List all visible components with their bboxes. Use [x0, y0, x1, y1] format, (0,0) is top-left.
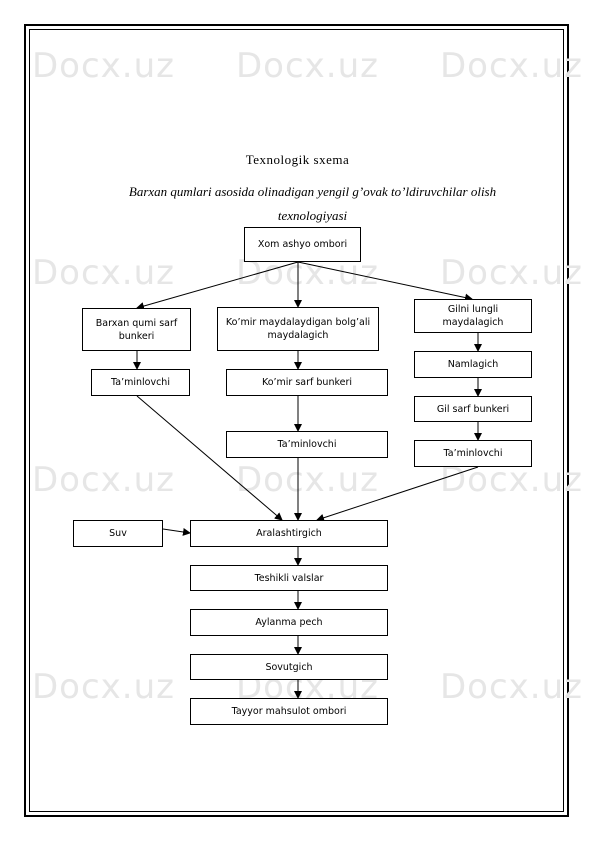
node-gil-sarf-bunkeri: Gil sarf bunkeri — [414, 396, 532, 422]
watermark: Docx.uz — [236, 46, 379, 86]
node-komir-sarf-bunkeri: Ko’mir sarf bunkeri — [226, 369, 388, 396]
arrow-xom-to-gil — [297, 261, 473, 302]
node-namlagich: Namlagich — [414, 351, 532, 378]
diagram-subtitle: Barxan qumlari asosida olinadigan yengil… — [128, 184, 497, 223]
arrow-taminlovchi1-to-aralashtirgich — [136, 395, 283, 521]
node-taminlovchi-barxan: Ta’minlovchi — [91, 369, 190, 396]
node-taminlovchi-gil: Ta’minlovchi — [414, 440, 532, 467]
page-border-outer — [24, 24, 569, 817]
watermark: Docx.uz — [32, 460, 175, 500]
node-aralashtirgich: Aralashtirgich — [190, 520, 388, 547]
watermark: Docx.uz — [32, 253, 175, 293]
node-suv: Suv — [73, 520, 163, 547]
watermark: Docx.uz — [440, 253, 583, 293]
watermark: Docx.uz — [32, 667, 175, 707]
arrow-xom-to-barxan — [136, 261, 299, 310]
node-aylanma-pech: Aylanma pech — [190, 609, 388, 636]
watermark: Docx.uz — [236, 460, 379, 500]
watermark: Docx.uz — [32, 46, 175, 86]
arrow-taminlovchi3-to-aralashtirgich — [316, 466, 479, 522]
node-teshikli-valslar: Teshikli valslar — [190, 565, 388, 591]
node-taminlovchi-komir: Ta’minlovchi — [226, 431, 388, 458]
node-xom-ashyo-ombori: Xom ashyo ombori — [244, 227, 361, 262]
node-tayyor-mahsulot-ombori: Tayyor mahsulot ombori — [190, 698, 388, 725]
node-sovutgich: Sovutgich — [190, 654, 388, 680]
watermark: Docx.uz — [440, 46, 583, 86]
node-gil-maydalagich: Gilni lungli maydalagich — [414, 299, 532, 333]
page-border-inner — [29, 29, 564, 812]
node-komir-maydalagich: Ko’mir maydalaydigan bolg’ali maydalagic… — [217, 307, 379, 351]
diagram-title: Texnologik sxema — [245, 152, 350, 167]
watermark: Docx.uz — [440, 667, 583, 707]
node-barxan-qumi-bunkeri: Barxan qumi sarf bunkeri — [82, 308, 191, 351]
arrow-suv-to-aralashtirgich — [162, 528, 191, 536]
